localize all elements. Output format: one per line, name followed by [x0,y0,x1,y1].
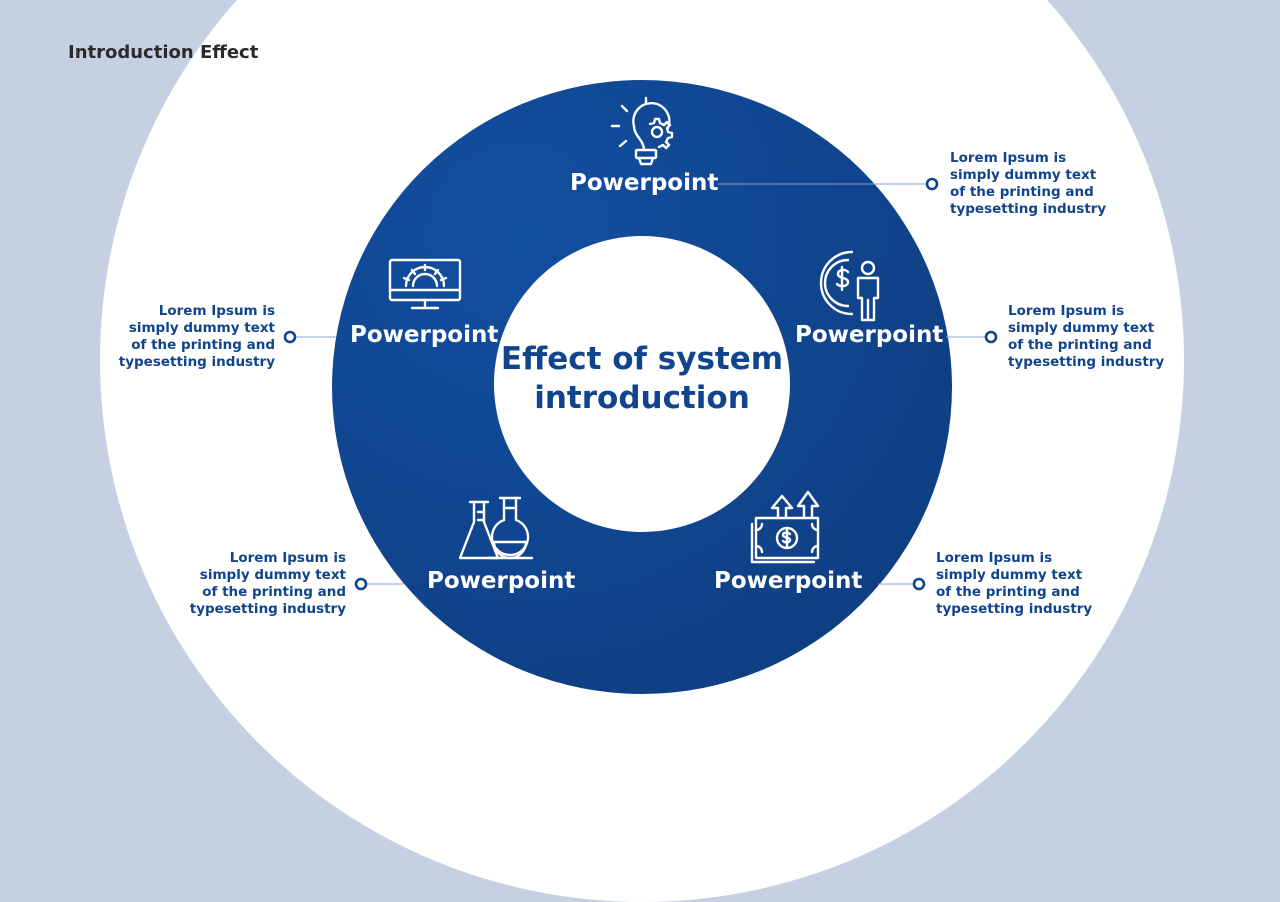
lab-flask-icon [458,496,534,560]
lightbulb-gear-icon [610,96,674,166]
dollar-person-icon [819,250,880,322]
page-title: Introduction Effect [68,42,259,63]
segment-label-right: Powerpoint [795,322,944,348]
money-growth-icon [750,490,820,564]
segment-label-top: Powerpoint [570,170,719,196]
segment-description-top: Lorem Ipsum is simply dummy text of the … [950,150,1107,217]
segment-label-bottom-right: Powerpoint [714,568,863,594]
center-title: Effect of system introduction [500,341,784,416]
segment-description-left: Lorem Ipsum is simply dummy text of the … [118,303,275,370]
segment-description-bottom-left: Lorem Ipsum is simply dummy text of the … [189,550,346,617]
monitor-gear-icon [388,258,462,310]
center-circle [494,236,790,532]
segment-label-left: Powerpoint [350,322,499,348]
segment-label-bottom-left: Powerpoint [427,568,576,594]
segment-description-right: Lorem Ipsum is simply dummy text of the … [1008,303,1165,370]
segment-description-bottom-right: Lorem Ipsum is simply dummy text of the … [936,550,1093,617]
